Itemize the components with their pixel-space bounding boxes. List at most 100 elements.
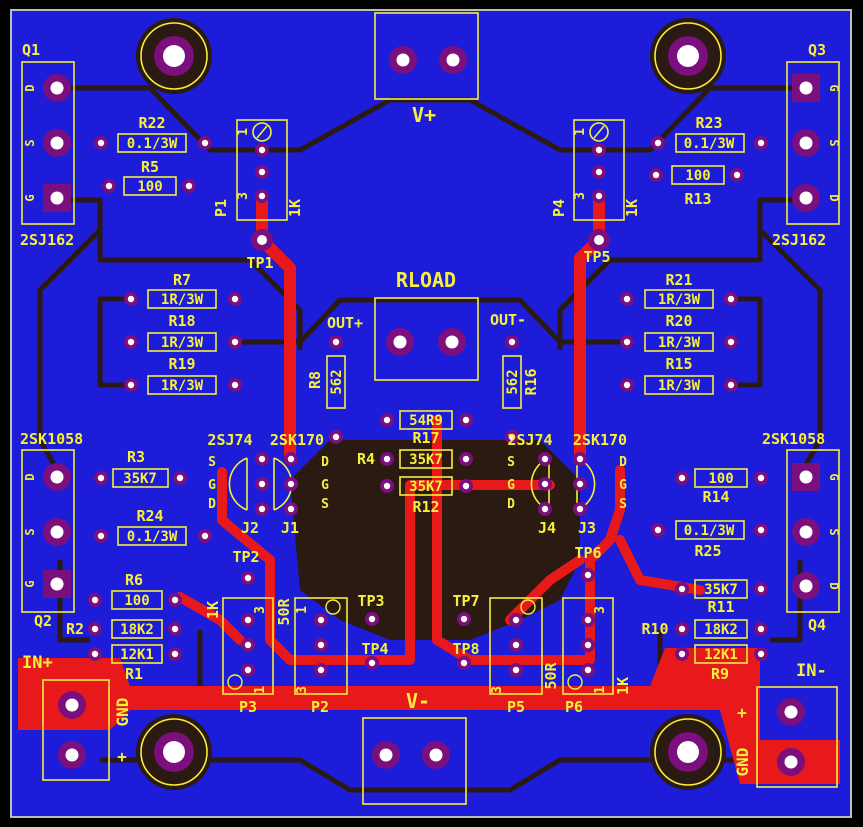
svg-text:R15: R15: [665, 355, 692, 373]
svg-text:G: G: [507, 478, 515, 493]
svg-text:D: D: [619, 455, 627, 470]
svg-text:54R9: 54R9: [409, 413, 443, 429]
q3-ref: Q3: [808, 41, 826, 59]
svg-text:R19: R19: [168, 355, 195, 373]
svg-text:D: D: [507, 497, 515, 512]
svg-text:12K1: 12K1: [704, 647, 738, 663]
svg-text:R8: R8: [306, 371, 324, 389]
svg-text:S: S: [827, 528, 841, 535]
svg-text:100: 100: [137, 179, 162, 195]
svg-text:J3: J3: [578, 519, 596, 537]
svg-text:2SK170: 2SK170: [270, 431, 324, 449]
svg-text:1: 1: [295, 606, 310, 614]
svg-text:R5: R5: [141, 158, 159, 176]
svg-text:TP8: TP8: [452, 640, 479, 658]
mosfet-q4: G S D 2SK1058 Q4: [762, 430, 841, 634]
vplus-connector: V+: [374, 12, 479, 127]
svg-text:2SJ74: 2SJ74: [507, 431, 552, 449]
pot-p6: 3 1 1K P6: [562, 597, 632, 716]
resistors-center: 54R9 R17 35K7 R4 35K7 R12: [357, 410, 473, 516]
svg-text:S: S: [23, 139, 37, 146]
q1-part: 2SJ162: [20, 231, 74, 249]
pot-p3: 3 1 1K P3: [204, 597, 274, 716]
svg-text:G: G: [23, 194, 37, 201]
svg-text:P1: P1: [212, 199, 230, 217]
svg-text:S: S: [619, 497, 627, 512]
svg-text:35K7: 35K7: [409, 452, 443, 468]
plus-left-label: +: [117, 747, 127, 766]
vminus-label: V-: [406, 689, 430, 713]
svg-text:1R/3W: 1R/3W: [161, 378, 204, 394]
svg-text:3: 3: [236, 192, 251, 200]
svg-text:R11: R11: [707, 598, 734, 616]
svg-text:D: D: [23, 84, 37, 91]
svg-text:J1: J1: [281, 519, 299, 537]
resistors-right-top: 0.1/3W R23 100 R13: [649, 114, 768, 208]
resistors-right-mid: 1R/3W R21 1R/3W R20 1R/3W R15: [620, 271, 738, 395]
svg-text:G: G: [321, 478, 329, 493]
svg-text:R7: R7: [173, 271, 191, 289]
r22-body: [117, 133, 187, 153]
svg-text:R3: R3: [127, 448, 145, 466]
svg-text:G: G: [208, 478, 216, 493]
svg-text:562: 562: [505, 369, 521, 394]
svg-text:R20: R20: [665, 312, 692, 330]
q4-part: 2SK1058: [762, 430, 825, 448]
r17-ref: R17: [412, 429, 439, 447]
svg-text:P4: P4: [550, 199, 568, 217]
q1-ref: Q1: [22, 41, 40, 59]
svg-text:0.1/3W: 0.1/3W: [127, 136, 178, 152]
svg-text:R24: R24: [136, 507, 163, 525]
svg-text:TP1: TP1: [246, 254, 273, 272]
svg-text:R18: R18: [168, 312, 195, 330]
svg-text:G: G: [827, 84, 841, 91]
svg-text:P3: P3: [239, 698, 257, 716]
svg-text:3: 3: [593, 606, 608, 614]
svg-text:TP3: TP3: [357, 592, 384, 610]
svg-text:G: G: [23, 580, 37, 587]
pot-p1: 1 3 P1 1K: [212, 119, 304, 221]
r5-body: [123, 176, 177, 196]
svg-text:TP7: TP7: [452, 592, 479, 610]
r23-body: [675, 133, 745, 153]
svg-text:G: G: [827, 473, 841, 480]
svg-text:0.1/3W: 0.1/3W: [127, 529, 178, 545]
svg-text:S: S: [507, 455, 515, 470]
svg-text:D: D: [827, 582, 841, 589]
svg-text:1: 1: [253, 686, 268, 694]
vminus-connector: V-: [362, 689, 467, 805]
svg-text:1: 1: [593, 686, 608, 694]
svg-text:3: 3: [573, 192, 588, 200]
pot-p2: 1 3 50R P2: [275, 597, 348, 716]
svg-text:1K: 1K: [614, 677, 632, 695]
q2-part: 2SK1058: [20, 430, 83, 448]
svg-text:J4: J4: [538, 519, 556, 537]
gnd-left-label: GND: [113, 698, 132, 727]
gnd-right-label: GND: [733, 748, 752, 777]
mosfet-q1: D S G Q1 2SJ162: [20, 41, 75, 249]
svg-text:R16: R16: [522, 368, 540, 395]
mosfet-q3: G S D Q3 2SJ162: [772, 41, 841, 249]
svg-text:P2: P2: [311, 698, 329, 716]
in-plus-label: IN+: [22, 653, 53, 673]
jfet-left-pair: 2SJ74 2SK170 S G D D G S J2 J1: [207, 431, 329, 537]
svg-text:0.1/3W: 0.1/3W: [684, 523, 735, 539]
svg-text:35K7: 35K7: [704, 582, 738, 598]
mounting-hole-tr: [649, 17, 727, 95]
svg-text:R2: R2: [66, 620, 84, 638]
svg-text:TP4: TP4: [361, 640, 388, 658]
svg-text:1R/3W: 1R/3W: [658, 335, 701, 351]
svg-text:50R: 50R: [542, 661, 560, 689]
svg-text:D: D: [827, 194, 841, 201]
svg-text:R4: R4: [357, 450, 375, 468]
mounting-hole-tl: [135, 17, 213, 95]
pot-p5: 3 50R P5: [489, 597, 560, 716]
svg-text:TP5: TP5: [583, 248, 610, 266]
svg-text:R21: R21: [665, 271, 692, 289]
svg-text:G: G: [619, 478, 627, 493]
svg-text:18K2: 18K2: [120, 622, 154, 638]
svg-text:3: 3: [490, 686, 505, 694]
pot-p4: 1 3 P4 1K: [550, 119, 641, 221]
out-minus-label: OUT-: [490, 311, 526, 329]
